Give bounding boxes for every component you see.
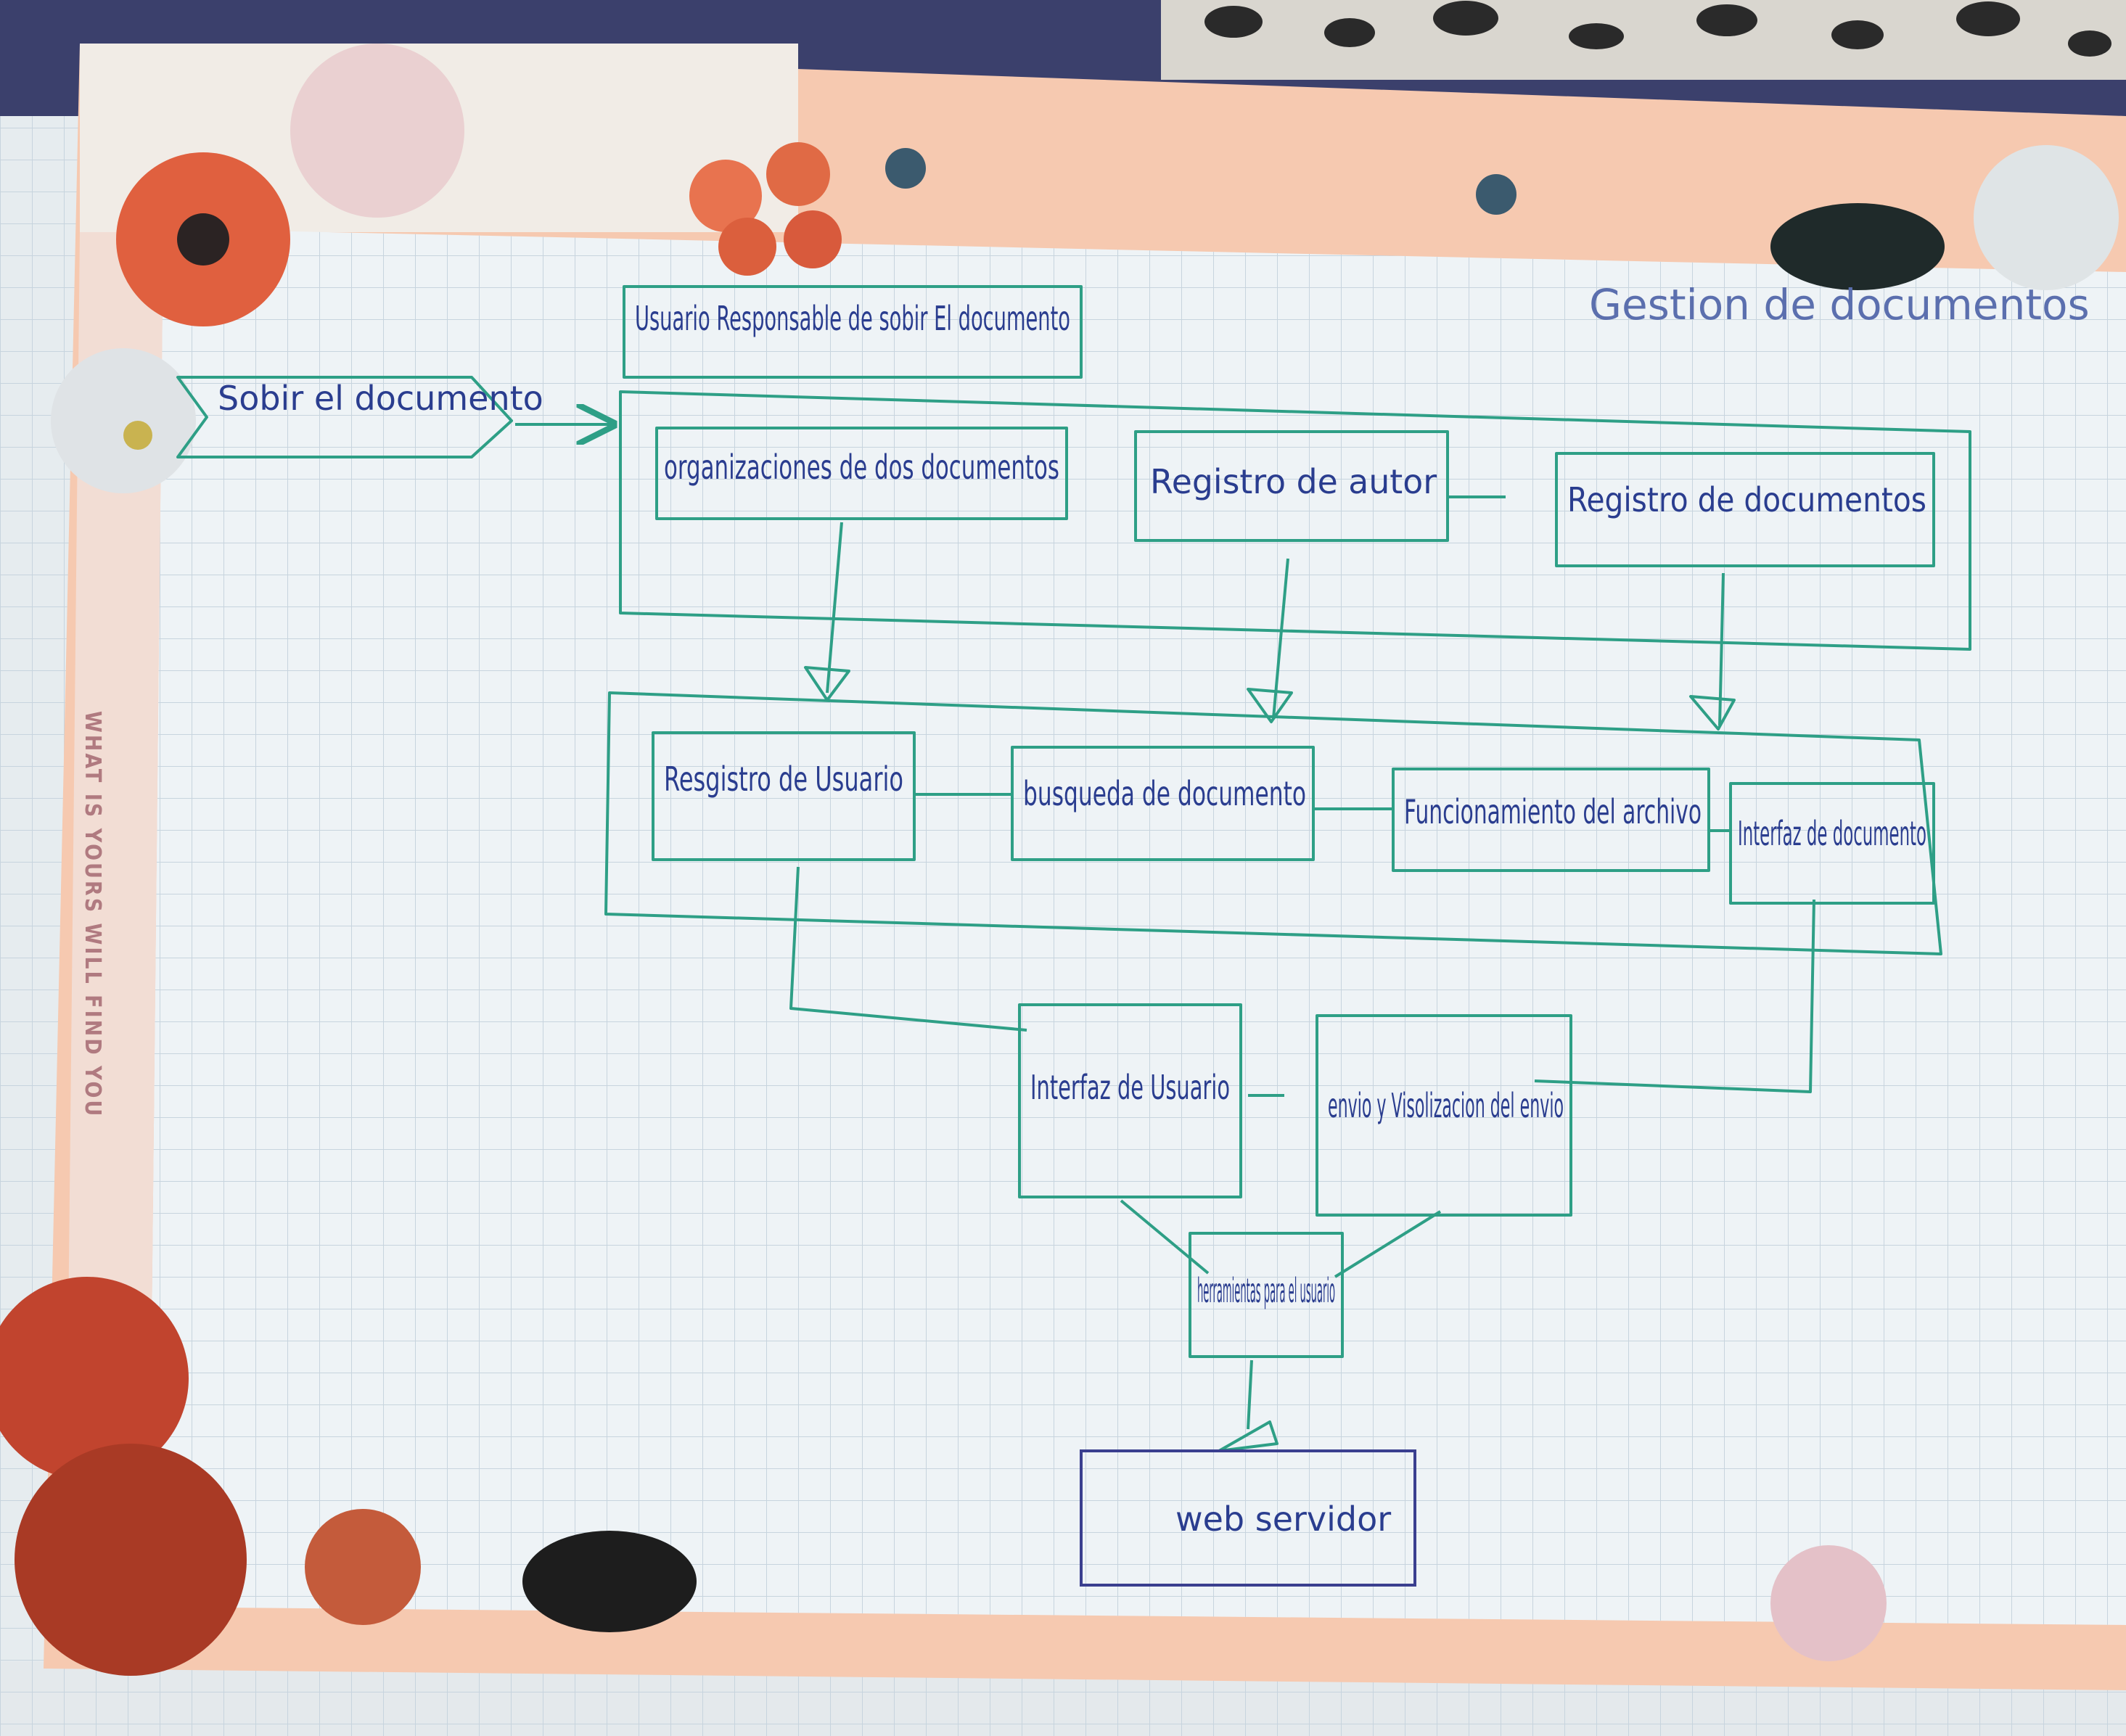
reguser-label: Resgistro de Usuario [664,760,903,799]
funcion-box [1392,768,1710,872]
leopard-spots [1204,1,2111,57]
herr-box [1189,1232,1344,1358]
diagram-lines [176,285,1971,1452]
busqueda-box [1011,746,1315,861]
autor-box [1134,430,1449,542]
arrow-down-1 [826,522,843,694]
flower-decoration [0,44,2119,1676]
interdoc-box [1729,782,1935,905]
herr-label: herramientas para el usuario [1197,1271,1335,1310]
web-box [1080,1449,1416,1587]
page-title: Gestion de documentos [1589,280,2090,329]
binder-hole [885,148,926,189]
funcion-label: Funcionamiento del archivo [1404,792,1702,831]
interdoc-label: Interfaz de documento [1738,814,1926,853]
line-reguser-down [789,866,1027,1032]
binder-hole [1476,174,1516,215]
autor-label: Registro de autor [1150,462,1437,501]
regdoc-box [1555,452,1935,567]
org-label: organizaciones de dos documentos [664,448,1059,487]
funnel-lines [1120,1199,1442,1278]
envio-box [1316,1014,1572,1217]
interuser-label: Interfaz de Usuario [1030,1068,1230,1107]
start-label: Sobir el documento [218,379,543,418]
busqueda-label: busqueda de documento [1023,774,1306,813]
web-label: web servidor [1175,1500,1391,1539]
envio-label: envio y Visolizacion del envio [1328,1086,1564,1125]
reguser-box [652,731,916,861]
org-box [655,427,1068,520]
start-node [176,376,513,458]
connectors-2 [914,793,1731,832]
line-interdoc-down [1534,899,1815,1093]
arrow-web [1247,1359,1253,1430]
side-print: WHAT IS YOURS WILL FIND YOU [80,711,105,1118]
group-1 [619,390,1971,651]
regdoc-label: Registro de documentos [1567,480,1926,519]
responsable-box [623,285,1083,379]
interuser-box [1018,1003,1242,1198]
group-2 [604,691,1942,955]
responsable-label: Usuario Responsable de sobir El document… [635,299,1070,338]
